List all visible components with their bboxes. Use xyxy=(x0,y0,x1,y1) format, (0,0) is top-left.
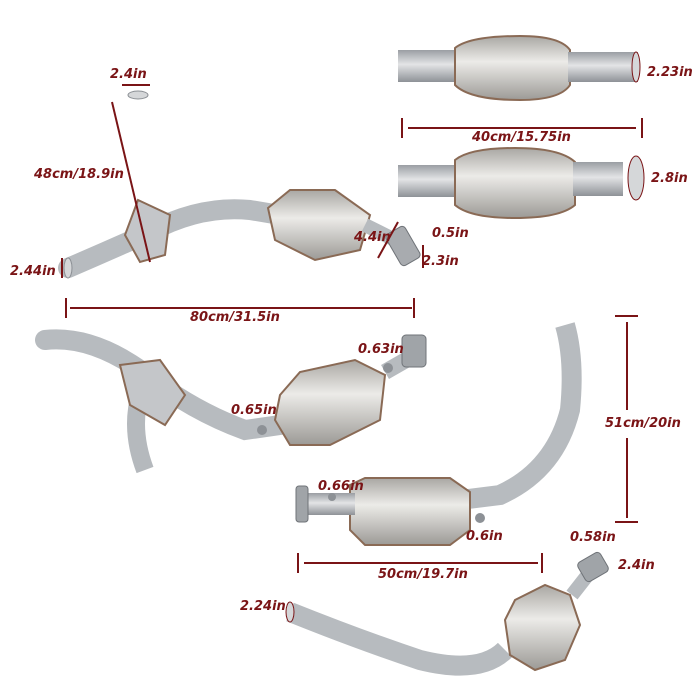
label-flange-diameter-2-4: 2.4in xyxy=(618,558,655,573)
straight-converter-1 xyxy=(398,34,641,102)
label-inlet-diameter-2-24: 2.24in xyxy=(240,599,286,614)
label-flange-length: 4.4in xyxy=(354,230,391,245)
y-pipe-with-o2-bungs xyxy=(35,329,427,474)
dimension-lines-1 xyxy=(61,84,424,318)
label-bung-0-65: 0.65in xyxy=(231,403,277,418)
label-outlet-diameter-2-23: 2.23in xyxy=(647,65,693,80)
label-length-40cm: 40cm/15.75in xyxy=(472,130,571,145)
label-flange-thickness: 0.5in xyxy=(432,226,469,241)
bent-pipe-converter xyxy=(295,322,582,546)
dimension-lines-3 xyxy=(297,315,638,573)
label-inlet-diameter: 2.44in xyxy=(10,264,56,279)
label-bung-0-66: 0.66in xyxy=(318,479,364,494)
label-length-80cm: 80cm/31.5in xyxy=(190,310,280,325)
label-bung-0-63: 0.63in xyxy=(358,342,404,357)
front-converter-pipe xyxy=(285,551,609,676)
label-height-51cm: 51cm/20in xyxy=(605,416,681,431)
y-pipe-assembly xyxy=(58,90,421,279)
dimension-lines-2 xyxy=(401,118,643,138)
label-bung-0-6: 0.6in xyxy=(466,529,503,544)
label-flange-diameter: 2.3in xyxy=(422,254,459,269)
label-outlet-diameter-2-8: 2.8in xyxy=(651,171,688,186)
label-height-48cm: 48cm/18.9in xyxy=(34,167,124,182)
label-length-50cm: 50cm/19.7in xyxy=(378,567,468,582)
straight-converter-2 xyxy=(398,146,645,220)
label-top-diameter: 2.4in xyxy=(110,67,147,82)
label-bung-0-58: 0.58in xyxy=(570,530,616,545)
